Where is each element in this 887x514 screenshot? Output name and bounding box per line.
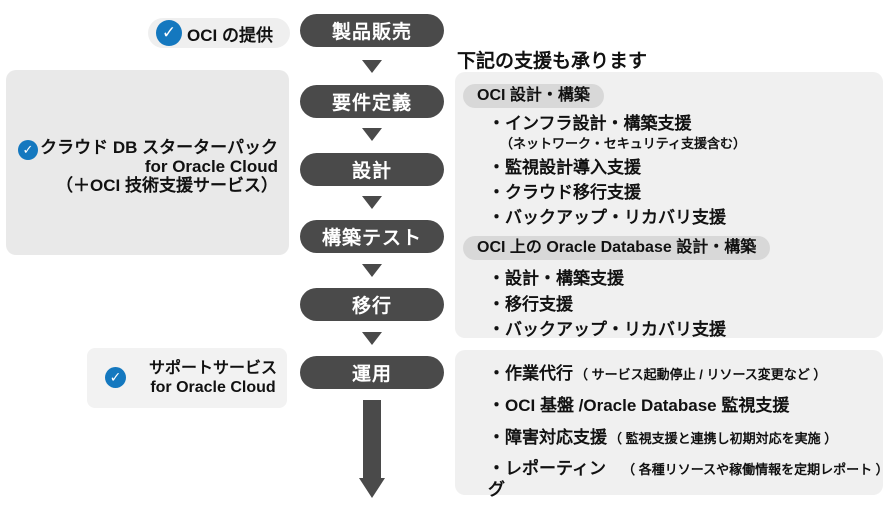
flow-step-operation: 運用 — [300, 356, 444, 389]
bullet-note: （ サービス起動停止 / リソース変更など ） — [575, 367, 827, 382]
support-service-line2: for Oracle Cloud — [150, 379, 276, 396]
long-arrow-down-icon — [359, 478, 385, 498]
design-build-box: OCI 設計・構築 ・インフラ設計・構築支援 （ネットワーク・セキュリティ支援含… — [455, 72, 883, 339]
flow-step-design: 設計 — [300, 153, 444, 186]
support-service-box: ✓ サポートサービス for Oracle Cloud — [87, 348, 287, 408]
bullet-text: ・OCI 基盤 /Oracle Database 監視支援 — [488, 396, 790, 415]
check-circle-icon: ✓ — [105, 367, 126, 388]
starter-pack-line3: （＋OCI 技術支援サービス） — [56, 176, 278, 195]
bullet-text: ・障害対応支援 — [488, 428, 607, 447]
bullet-item: ・設計・構築支援 — [488, 269, 624, 288]
bullet-note: （ 各種リソースや稼働情報を定期レポート ） — [622, 462, 887, 477]
arrow-down-icon — [362, 196, 382, 209]
oci-provision-pill: ✓ OCI の提供 — [148, 18, 290, 48]
starter-pack-text: クラウド DB スターターパック for Oracle Cloud （＋OCI … — [40, 138, 278, 195]
arrow-down-icon — [362, 332, 382, 345]
bullet-item: ・作業代行 （ サービス起動停止 / リソース変更など ） — [488, 350, 883, 384]
support-heading: 下記の支援も承ります — [457, 51, 648, 72]
check-circle-icon: ✓ — [156, 20, 182, 46]
bullet-item: ・監視設計導入支援 — [488, 158, 641, 177]
bullet-item: ・インフラ設計・構築支援 — [488, 114, 692, 133]
arrow-down-icon — [362, 264, 382, 277]
long-arrow-shaft — [363, 400, 381, 478]
bullet-item: ・クラウド移行支援 — [488, 183, 641, 202]
oci-provision-label: OCI の提供 — [187, 25, 273, 45]
bullet-item: ・バックアップ・リカバリ支援 — [488, 320, 726, 339]
bullet-text: ・レポーティング — [488, 459, 606, 499]
arrow-down-icon — [362, 60, 382, 73]
bullet-item: ・OCI 基盤 /Oracle Database 監視支援 — [488, 395, 883, 416]
badge-oci-design-build: OCI 設計・構築 — [463, 84, 604, 108]
badge-oracle-db-design-build: OCI 上の Oracle Database 設計・構築 — [463, 236, 771, 260]
flow-step-requirements: 要件定義 — [300, 85, 444, 118]
bullet-note: （ 監視支援と連携し初期対応を実施 ） — [609, 431, 838, 446]
bullet-note: （ネットワーク・セキュリティ支援含む） — [500, 136, 746, 151]
bullet-item: ・障害対応支援 （ 監視支援と連携し初期対応を実施 ） — [488, 427, 883, 448]
support-service-line1: サポートサービス — [148, 360, 277, 377]
bullet-item: ・レポーティング （ 各種リソースや稼働情報を定期レポート ） — [488, 458, 887, 500]
check-circle-icon: ✓ — [18, 140, 38, 160]
flow-step-build-test: 構築テスト — [300, 220, 444, 253]
starter-pack-line2: for Oracle Cloud — [144, 157, 278, 176]
support-service-text: サポートサービス for Oracle Cloud — [149, 359, 277, 397]
starter-pack-box: ✓ クラウド DB スターターパック for Oracle Cloud （＋OC… — [6, 70, 289, 255]
flow-step-product-sales: 製品販売 — [300, 14, 444, 47]
starter-pack-line1: クラウド DB スターターパック — [40, 138, 278, 157]
bullet-text: ・作業代行 — [488, 364, 573, 383]
operation-support-box: ・作業代行 （ サービス起動停止 / リソース変更など ） ・OCI 基盤 /O… — [455, 350, 887, 499]
flow-step-migration: 移行 — [300, 288, 444, 321]
bullet-item: ・バックアップ・リカバリ支援 — [488, 208, 726, 227]
arrow-down-icon — [362, 128, 382, 141]
bullet-item: ・移行支援 — [488, 295, 573, 314]
